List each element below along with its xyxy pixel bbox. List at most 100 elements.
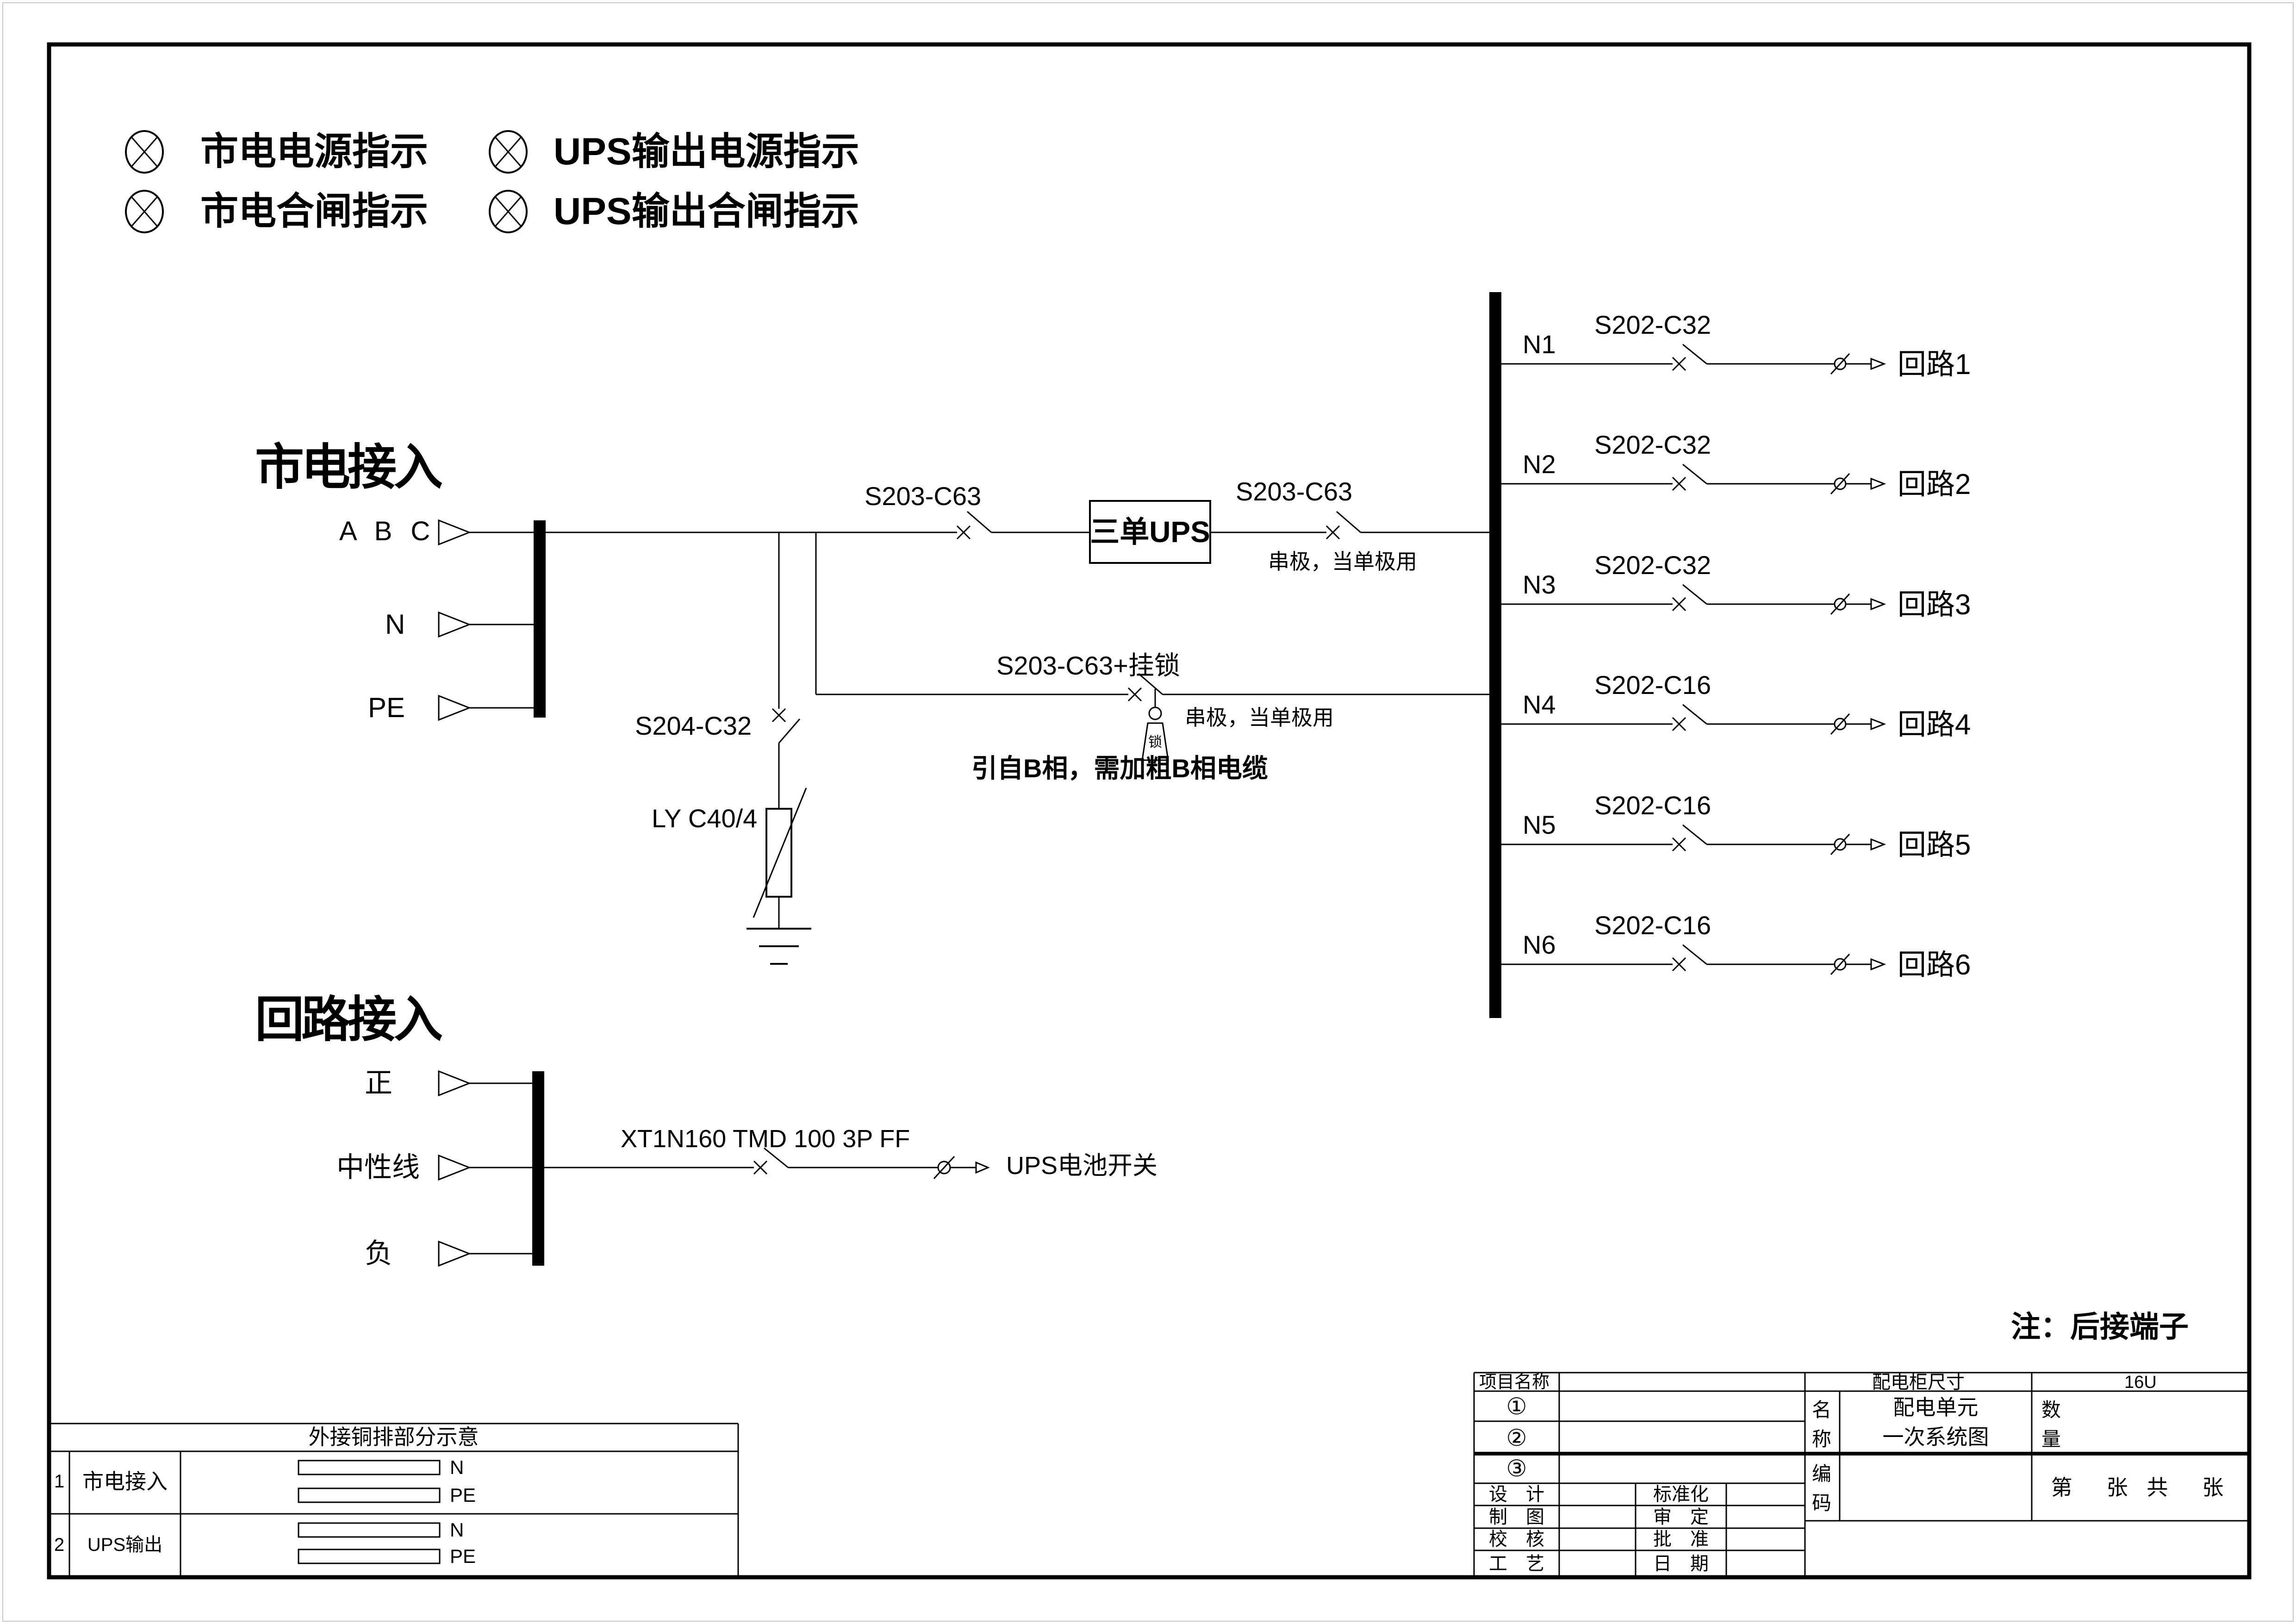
circuit-breaker-label: S202-C32	[1594, 550, 1711, 580]
cabinet-size-label: 配电柜尺寸	[1872, 1372, 1965, 1393]
lock-glyph: 锁	[1148, 735, 1162, 750]
arrow-icon	[1870, 598, 1886, 611]
spd-breaker-label: S204-C32	[635, 711, 752, 740]
code-label: 编码	[1811, 1463, 1831, 1514]
copper-bar-label: N	[450, 1456, 464, 1478]
copper-bar-symbol	[298, 1549, 441, 1564]
input-arrow-icon	[438, 1154, 472, 1181]
circuit-load-label: 回路6	[1898, 949, 1971, 981]
input-arrow-icon	[438, 611, 472, 638]
mains-input	[438, 519, 546, 721]
battery-title: 回路接入	[255, 993, 443, 1047]
revision-row-3: ③	[1506, 1455, 1527, 1481]
circuit-n-label: N1	[1523, 330, 1556, 359]
sig-label: 标准化	[1653, 1484, 1709, 1505]
sig-label: 工 艺	[1489, 1554, 1544, 1574]
input-arrow-icon	[438, 1070, 472, 1097]
sig-label: 审 定	[1653, 1507, 1709, 1527]
bypass-breaker-label: S203-C63+挂锁	[996, 651, 1180, 680]
legend-item-label: 市电电源指示	[200, 131, 429, 173]
mains-busbar	[534, 520, 546, 718]
drawing-name-line1: 配电单元	[1893, 1395, 1979, 1419]
arrow-icon	[1870, 838, 1886, 851]
arrow-icon	[975, 1161, 990, 1174]
circuit-line	[1501, 344, 1886, 375]
circuit-breaker-label: S202-C16	[1594, 791, 1711, 820]
quantity-label: 数量	[2041, 1399, 2061, 1450]
circuit-breaker-label: S202-C32	[1594, 310, 1711, 339]
output-breaker-label: S203-C63	[1236, 477, 1353, 506]
copper-table-row-name: UPS输出	[87, 1535, 163, 1555]
sheet-frame	[47, 42, 2252, 1580]
circuit-line	[1501, 824, 1886, 856]
circuit-line	[1501, 463, 1886, 495]
circuit-load-label: 回路2	[1898, 468, 1971, 500]
pe-label: PE	[368, 692, 405, 723]
main-feed-line	[546, 500, 1489, 564]
sheet-count-text: 第 张 共 张	[2051, 1475, 2230, 1499]
surge-arrester-symbol	[765, 808, 792, 898]
circuit-load-label: 回路1	[1898, 349, 1971, 381]
legend-item-label: 市电合闸指示	[200, 190, 429, 232]
circuit-line	[1501, 584, 1886, 615]
arrow-icon	[1870, 718, 1886, 731]
circuit-load-label: 回路4	[1898, 709, 1971, 741]
circuit-n-label: N5	[1523, 810, 1556, 839]
battery-input	[438, 1070, 544, 1267]
sig-label: 设 计	[1489, 1484, 1544, 1505]
revision-row-2: ②	[1506, 1425, 1527, 1451]
breaker-symbol	[1325, 511, 1361, 540]
copper-bar-label: PE	[450, 1545, 476, 1567]
battery-switch-label: UPS电池开关	[1006, 1152, 1158, 1180]
arrow-icon	[1870, 357, 1886, 370]
phase-b-note: 引自B相，需加粗B相电缆	[971, 754, 1268, 783]
spd-branch	[747, 532, 811, 965]
copper-bar-label: PE	[450, 1484, 476, 1506]
battery-feed-line	[544, 1147, 990, 1180]
name-label: 名称	[1811, 1399, 1831, 1450]
mains-title: 市电接入	[255, 440, 443, 495]
cabinet-size-value: 16U	[2124, 1373, 2157, 1392]
sig-label: 制 图	[1489, 1507, 1544, 1527]
circuit-line	[1501, 944, 1886, 975]
breaker-symbol	[956, 511, 992, 540]
copper-table-row-name: 市电接入	[82, 1469, 168, 1493]
padlock-icon	[1141, 689, 1169, 761]
input-arrow-icon	[438, 519, 472, 546]
project-name-label: 项目名称	[1479, 1373, 1550, 1392]
title-block-grid	[1473, 1372, 2249, 1577]
circuit-load-label: 回路5	[1898, 829, 1971, 861]
circuit-n-label: N4	[1523, 690, 1556, 719]
incoming-breaker-label: S203-C63	[865, 481, 982, 511]
input-arrow-icon	[438, 694, 472, 721]
indicator-lamp-icon	[489, 190, 528, 233]
breaker-symbol	[753, 1147, 789, 1175]
series-pole-note: 串极，当单极用	[1185, 706, 1334, 730]
legend-item-label: UPS输出合闸指示	[554, 190, 859, 232]
indicator-lamp-icon	[125, 190, 164, 233]
revision-row-1: ①	[1506, 1393, 1527, 1419]
distribution-busbar	[1489, 292, 1501, 1018]
breaker-symbol	[772, 708, 801, 743]
circuit-n-label: N3	[1523, 570, 1556, 599]
copper-bar-label: N	[450, 1519, 464, 1541]
neutral-label: N	[385, 609, 405, 640]
circuit-n-label: N2	[1523, 450, 1556, 479]
breaker-symbol	[1127, 673, 1163, 702]
copper-bar-symbol	[298, 1487, 441, 1503]
battery-neutral-label: 中性线	[336, 1152, 420, 1183]
battery-busbar	[532, 1071, 544, 1266]
ups-label: 三单UPS	[1090, 515, 1210, 549]
copper-bar-symbol	[298, 1460, 441, 1475]
copper-table-row-no: 2	[54, 1535, 65, 1555]
indicator-lamp-icon	[489, 130, 528, 174]
bypass-branch	[815, 532, 1489, 761]
series-pole-note: 串极，当单极用	[1268, 550, 1417, 574]
drawing-name-line2: 一次系统图	[1882, 1425, 1989, 1449]
legend-item-label: UPS输出电源指示	[554, 131, 859, 173]
circuit-breaker-label: S202-C32	[1594, 430, 1711, 459]
arrow-icon	[1870, 477, 1886, 490]
circuit-n-label: N6	[1523, 930, 1556, 959]
